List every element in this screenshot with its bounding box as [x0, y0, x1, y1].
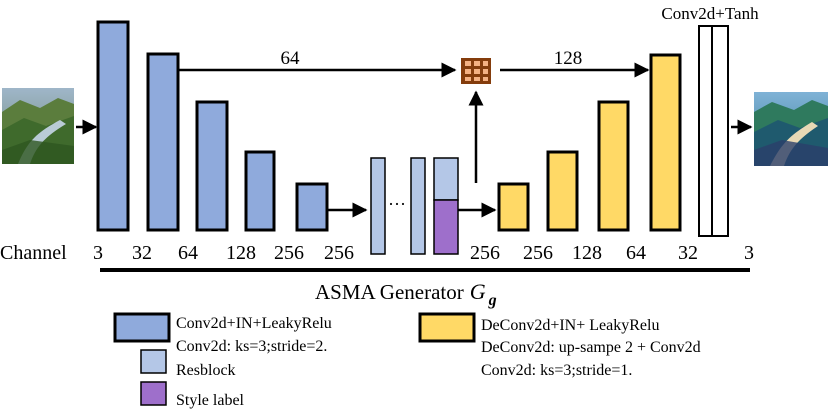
legend-encoder-swatch: [113, 312, 171, 343]
decoder-channel-label: 128: [572, 242, 602, 264]
legend-style-swatch: [140, 381, 167, 406]
encoder-channel-label: 128: [226, 242, 256, 264]
decoder-channel-label: 256: [523, 242, 553, 264]
resblocks: ···: [370, 157, 426, 255]
decoder-block-3: [597, 100, 630, 232]
legend-style-text: Style label: [176, 392, 245, 409]
encoder-block-1: [96, 20, 130, 232]
decoder-block-2: [546, 150, 579, 232]
decoder-blocks: [497, 53, 682, 232]
channel-label: Channel: [0, 242, 67, 264]
encoder-block-5: [295, 182, 329, 232]
decoder-block-4: [649, 53, 682, 232]
resblock-2: [410, 157, 426, 255]
legend: Conv2d+IN+LeakyRelu Conv2d: ks=3;stride=…: [113, 312, 701, 409]
skip-label-128: 128: [554, 48, 583, 69]
output-block-label: Conv2d+Tanh: [661, 4, 759, 23]
encoder-channel-label: 256: [274, 242, 304, 264]
output-image: [754, 92, 828, 166]
fusion-block: [461, 58, 491, 84]
decoder-channel-label: 3: [744, 242, 754, 264]
encoder-channel-label: 32: [132, 242, 152, 264]
legend-resblock-text: Resblock: [176, 362, 236, 379]
legend-decoder-line1: DeConv2d+IN+ LeakyRelu: [481, 317, 659, 334]
encoder-block-4: [244, 150, 276, 232]
decoder-channel-labels: 256 256 128 64 32 3: [470, 242, 754, 264]
legend-resblock-swatch: [140, 349, 167, 374]
legend-encoder-line1: Conv2d+IN+LeakyRelu: [176, 315, 332, 332]
output-conv-block: [698, 25, 729, 237]
decoder-channel-label: 64: [626, 242, 646, 264]
legend-decoder-swatch: [418, 312, 476, 343]
encoder-channel-label: 256: [324, 242, 354, 264]
input-image: [2, 88, 74, 164]
encoder-channel-labels: 3 32 64 128 256 256: [93, 242, 354, 264]
legend-encoder-line2: Conv2d: ks=3;stride=2.: [176, 338, 327, 355]
decoder-block-1: [497, 182, 530, 232]
encoder-channel-label: 64: [178, 242, 198, 264]
encoder-channel-label: 3: [93, 242, 103, 264]
resblock-1: [370, 157, 386, 255]
legend-decoder-line3: Conv2d: ks=3;stride=1.: [481, 362, 632, 379]
legend-decoder-line2: DeConv2d: up-sampe 2 + Conv2d: [481, 339, 701, 356]
decoder-channel-label: 256: [470, 242, 500, 264]
style-label-block: [433, 199, 459, 255]
resblock-final: [433, 157, 459, 201]
encoder-blocks: [96, 20, 329, 232]
encoder-block-3: [195, 100, 229, 232]
encoder-block-2: [146, 52, 180, 232]
resblock-ellipsis: ···: [388, 194, 406, 214]
resblock-with-style-label: [433, 157, 459, 255]
decoder-channel-label: 32: [678, 242, 698, 264]
skip-label-64: 64: [281, 48, 301, 69]
